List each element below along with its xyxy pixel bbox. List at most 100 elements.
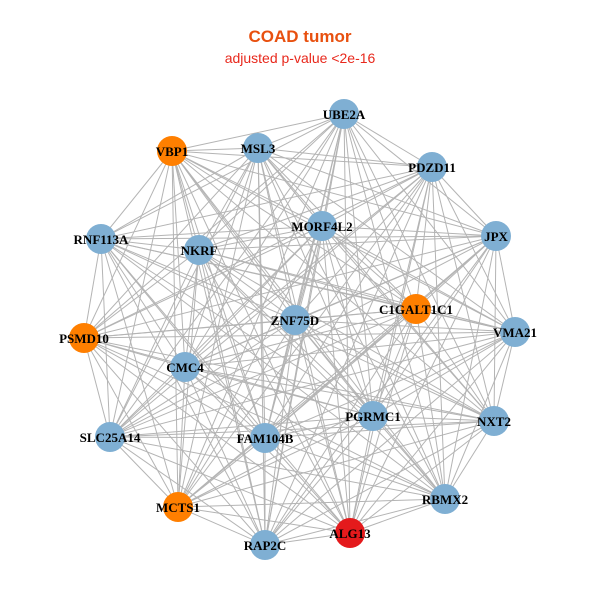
edge-UBE2A-VBP1 [171,113,345,152]
node-ALG13[interactable]: ALG13 [329,518,371,548]
edge-ZNF75D-RAP2C [264,319,296,546]
node-circle[interactable] [69,323,99,353]
node-RAP2C[interactable]: RAP2C [244,530,287,560]
edge-SLC25A14-RBMX2 [109,436,446,500]
node-label: C1GALT1C1 [379,302,453,317]
node-circle[interactable] [481,221,511,251]
edge-FAM104B-RBMX2 [264,437,446,500]
edge-FAM104B-MCTS1 [177,437,266,508]
edge-UBE2A-PSMD10 [83,113,345,339]
edge-JPX-VMA21 [495,235,516,333]
edge-JPX-PGRMC1 [372,235,497,417]
edge-RNF113A-RAP2C [100,238,266,546]
edge-PSMD10-SLC25A14 [83,337,111,438]
edge-PDZD11-VMA21 [431,166,516,333]
edge-PGRMC1-RAP2C [264,415,374,546]
edge-JPX-SLC25A14 [109,235,497,438]
edge-MORF4L2-ALG13 [321,225,351,534]
edge-NXT2-MCTS1 [177,420,495,508]
node-NKRF[interactable]: NKRF [181,235,218,265]
edge-PDZD11-PGRMC1 [372,166,433,417]
edge-MSL3-C1GALT1C1 [257,147,417,310]
node-RBMX2[interactable]: RBMX2 [422,484,468,514]
node-label: UBE2A [323,107,366,122]
node-circle[interactable] [335,518,365,548]
node-circle[interactable] [358,401,388,431]
edge-C1GALT1C1-VMA21 [415,308,516,333]
node-label: ZNF75D [271,313,319,328]
node-circle[interactable] [500,317,530,347]
edge-layer [83,113,516,546]
node-JPX[interactable]: JPX [481,221,511,251]
node-circle[interactable] [243,133,273,163]
edge-ZNF75D-NXT2 [294,319,495,422]
edge-NKRF-CMC4 [184,249,200,368]
node-VBP1[interactable]: VBP1 [156,136,189,166]
edge-VMA21-MCTS1 [177,331,516,508]
node-circle[interactable] [170,352,200,382]
edge-PDZD11-RNF113A [100,166,433,240]
edge-SLC25A14-MCTS1 [109,436,179,508]
node-MCTS1[interactable]: MCTS1 [156,492,200,522]
node-circle[interactable] [86,224,116,254]
node-NXT2[interactable]: NXT2 [477,406,511,436]
node-circle[interactable] [184,235,214,265]
edge-JPX-PSMD10 [83,235,497,339]
node-circle[interactable] [430,484,460,514]
edge-VMA21-RBMX2 [444,331,516,500]
edge-NKRF-SLC25A14 [109,249,200,438]
node-circle[interactable] [250,423,280,453]
edge-NXT2-RAP2C [264,420,495,546]
edge-VBP1-ZNF75D [171,150,296,321]
edge-PGRMC1-RBMX2 [372,415,446,500]
node-circle[interactable] [329,99,359,129]
node-circle[interactable] [157,136,187,166]
edge-UBE2A-VMA21 [343,113,516,333]
node-circle[interactable] [250,530,280,560]
node-circle[interactable] [163,492,193,522]
node-FAM104B[interactable]: FAM104B [237,423,294,453]
edge-VBP1-PDZD11 [171,150,433,168]
node-UBE2A[interactable]: UBE2A [323,99,366,129]
node-label: VBP1 [156,144,189,159]
node-label: JPX [484,229,508,244]
node-PSMD10[interactable]: PSMD10 [59,323,109,353]
edge-MORF4L2-PSMD10 [83,225,323,339]
node-MORF4L2[interactable]: MORF4L2 [291,211,353,241]
edge-PDZD11-NKRF [198,166,433,251]
node-RNF113A[interactable]: RNF113A [74,224,130,254]
node-circle[interactable] [307,211,337,241]
node-PDZD11[interactable]: PDZD11 [408,152,456,182]
edge-ZNF75D-MCTS1 [177,319,296,508]
node-circle[interactable] [280,305,310,335]
node-C1GALT1C1[interactable]: C1GALT1C1 [379,294,453,324]
edge-SLC25A14-NXT2 [109,420,495,438]
edge-PSMD10-NXT2 [83,337,495,422]
node-PGRMC1[interactable]: PGRMC1 [345,401,401,431]
edge-VMA21-PGRMC1 [372,331,516,417]
edge-NXT2-ALG13 [349,420,495,534]
edge-C1GALT1C1-PGRMC1 [372,308,417,417]
node-SLC25A14[interactable]: SLC25A14 [80,422,141,452]
edge-PDZD11-NXT2 [431,166,495,422]
node-CMC4[interactable]: CMC4 [166,352,204,382]
node-circle[interactable] [401,294,431,324]
edge-PSMD10-ALG13 [83,337,351,534]
edge-NKRF-ALG13 [198,249,351,534]
edge-MSL3-JPX [257,147,497,237]
node-VMA21[interactable]: VMA21 [493,317,537,347]
edge-UBE2A-PDZD11 [343,113,433,168]
node-ZNF75D[interactable]: ZNF75D [271,305,319,335]
edge-PDZD11-JPX [431,166,497,237]
edge-UBE2A-CMC4 [184,113,345,368]
node-circle[interactable] [417,152,447,182]
edge-VMA21-CMC4 [184,331,516,368]
edge-FAM104B-PGRMC1 [264,415,374,439]
node-circle[interactable] [479,406,509,436]
node-MSL3[interactable]: MSL3 [241,133,276,163]
node-circle[interactable] [95,422,125,452]
node-label: NXT2 [477,414,511,429]
edge-MSL3-PSMD10 [83,147,259,339]
edge-MCTS1-ALG13 [177,506,351,534]
